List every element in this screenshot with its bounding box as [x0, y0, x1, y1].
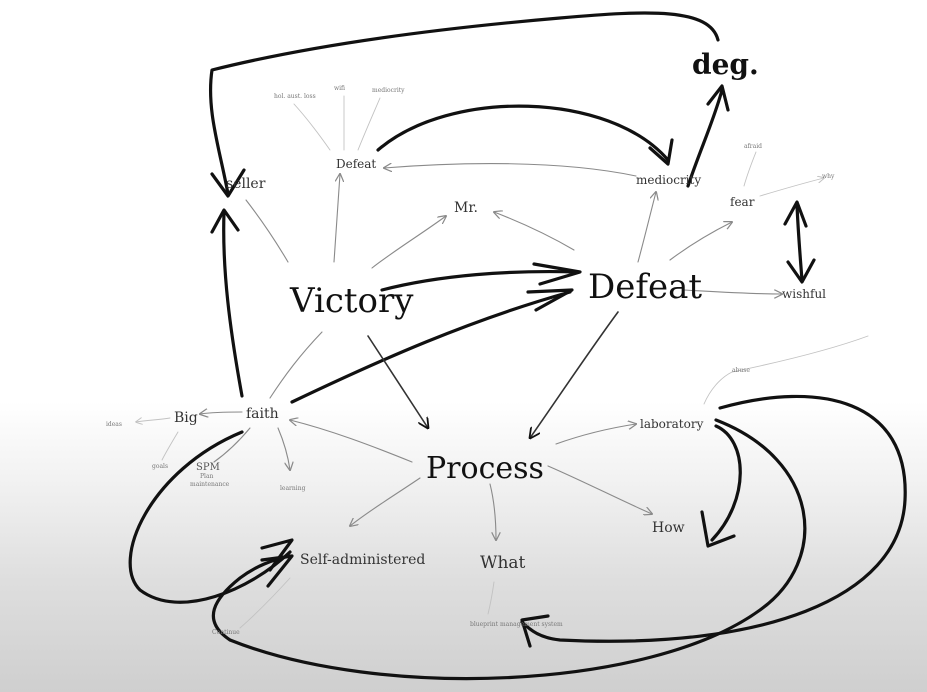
fear-wishful-arrowhead-top	[783, 200, 808, 228]
victory-to-mr-arrow	[371, 216, 446, 269]
process-to-what-arrow	[489, 483, 496, 540]
laboratory-to-abuse-line	[703, 335, 869, 405]
node-what: What	[480, 553, 526, 573]
bottom-loop-arrowhead	[260, 554, 294, 588]
label-mediocrity-small: mediocrity	[372, 87, 405, 94]
defeat-to-process-arrow	[530, 311, 619, 438]
label-system: blueprint management system	[470, 621, 563, 628]
defeat-to-mr-arrow	[494, 212, 575, 251]
label-wifi: wifi	[334, 85, 345, 92]
defeat-to-fear-arrow	[669, 222, 732, 261]
laboratory-to-how-arrowhead	[700, 510, 736, 548]
defeat-to-mediocrity-arrow	[376, 104, 670, 162]
node-fear: fear	[730, 195, 755, 209]
fear-wishful-double-arrow	[795, 203, 804, 282]
node-self-administered: Self-administered	[300, 552, 425, 568]
label-ideas: ideas	[106, 421, 122, 428]
fear-to-afraid-line	[743, 151, 757, 187]
faith-to-seller-arrow	[222, 210, 244, 398]
label-abuse: abuse	[732, 367, 750, 374]
victory-to-defeat-small-arrow	[333, 174, 340, 263]
node-deg: deg.	[692, 48, 759, 81]
process-to-faith-arrow	[290, 420, 413, 463]
loop-top-arrowhead	[210, 168, 246, 198]
what-to-system-line	[487, 581, 495, 615]
laboratory-loop-arrowhead	[520, 614, 550, 648]
faith-to-defeat-arrow	[290, 290, 572, 404]
label-learning: learning	[280, 485, 306, 492]
node-defeat: Defeat	[588, 267, 702, 307]
node-laboratory: laboratory	[640, 417, 704, 431]
faith-to-learning-line	[277, 427, 290, 470]
mediocrity-to-defeat-small-arrow	[384, 164, 637, 177]
defeat-to-mediocrity-arrowhead	[648, 138, 674, 166]
faith-to-seller-arrowhead	[210, 208, 240, 234]
node-defeat-small: Defeat	[336, 157, 376, 171]
label-maintenance: maintenance	[190, 481, 230, 488]
defeat-small-to-top-left-line	[293, 103, 331, 151]
faith-to-spm-line	[213, 427, 251, 463]
node-faith: faith	[246, 406, 279, 422]
node-seller: seller	[226, 176, 266, 192]
laboratory-loop-arrow	[520, 394, 907, 643]
defeat-to-mediocrity-line	[637, 192, 656, 263]
faith-to-defeat-arrowhead	[526, 288, 574, 312]
label-spm: SPM	[196, 462, 220, 473]
label-why: why	[822, 173, 835, 180]
self-to-continue-line	[239, 577, 291, 629]
process-to-laboratory-arrow	[555, 424, 636, 445]
fear-to-why-arrow	[759, 178, 824, 197]
victory-to-defeat-arrow	[380, 269, 580, 292]
mediocrity-to-deg-arrowhead	[706, 84, 730, 112]
fear-wishful-arrowhead-bottom	[786, 258, 816, 284]
faith-to-big-arrow	[200, 412, 243, 414]
node-how: How	[652, 520, 685, 536]
node-mr: Mr.	[454, 200, 478, 216]
node-big: Big	[174, 410, 198, 426]
mediocrity-to-deg-arrow	[686, 88, 724, 188]
process-to-self-arrow	[350, 477, 421, 526]
big-to-ideas-arrow	[136, 418, 171, 422]
victory-to-seller-line	[245, 199, 289, 263]
bottom-loop-arrow	[211, 418, 807, 681]
node-process: Process	[426, 451, 544, 486]
loop-top-arrow	[208, 11, 720, 196]
defeat-small-to-mediocrity-line	[357, 97, 381, 151]
defeat-to-wishful-arrow	[683, 289, 782, 294]
label-goals: goals	[152, 463, 168, 470]
victory-to-defeat-arrowhead	[532, 262, 582, 286]
label-plan: Plan	[200, 473, 214, 480]
node-victory: Victory	[289, 281, 414, 321]
node-wishful: wishful	[782, 287, 826, 301]
label-afraid: afraid	[744, 143, 762, 150]
big-to-goals-line	[161, 431, 179, 461]
faith-loop-arrow	[128, 430, 292, 604]
laboratory-to-how-arrow	[710, 424, 742, 542]
victory-to-process-arrow	[367, 335, 428, 428]
node-mediocrity: mediocrity	[636, 173, 701, 187]
process-to-how-arrow	[547, 465, 652, 514]
label-top-left: hol. aust. loss	[274, 93, 316, 100]
label-continue: Continue	[212, 629, 240, 636]
victory-to-faith-line	[269, 331, 323, 399]
